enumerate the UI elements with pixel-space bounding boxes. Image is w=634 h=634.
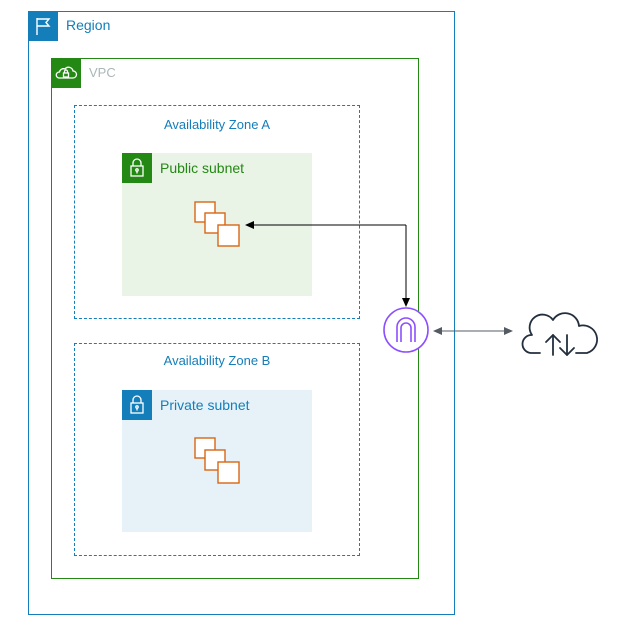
vpc-cloud-lock-icon: [51, 58, 81, 88]
ec2-instances-icon: [194, 437, 240, 484]
availability-zone-a: [74, 105, 360, 319]
ec2-instances-icon: [194, 201, 240, 247]
lock-icon: [122, 390, 152, 420]
region-label: Region: [66, 17, 111, 33]
region-container: [28, 11, 455, 615]
availability-zone-a-label: Availability Zone A: [164, 117, 270, 132]
public-subnet-label: Public subnet: [160, 160, 245, 176]
connector-instances-to-gateway: [245, 221, 410, 307]
lock-icon: [122, 153, 152, 183]
internet-gateway-icon: [383, 307, 429, 353]
availability-zone-b: [74, 343, 360, 556]
cloud-upload-download-icon: [521, 312, 598, 356]
availability-zone-b-label: Availability Zone B: [163, 353, 271, 368]
flag-icon: [28, 11, 58, 41]
vpc-label: VPC: [89, 65, 116, 80]
private-subnet-label: Private subnet: [160, 397, 250, 413]
